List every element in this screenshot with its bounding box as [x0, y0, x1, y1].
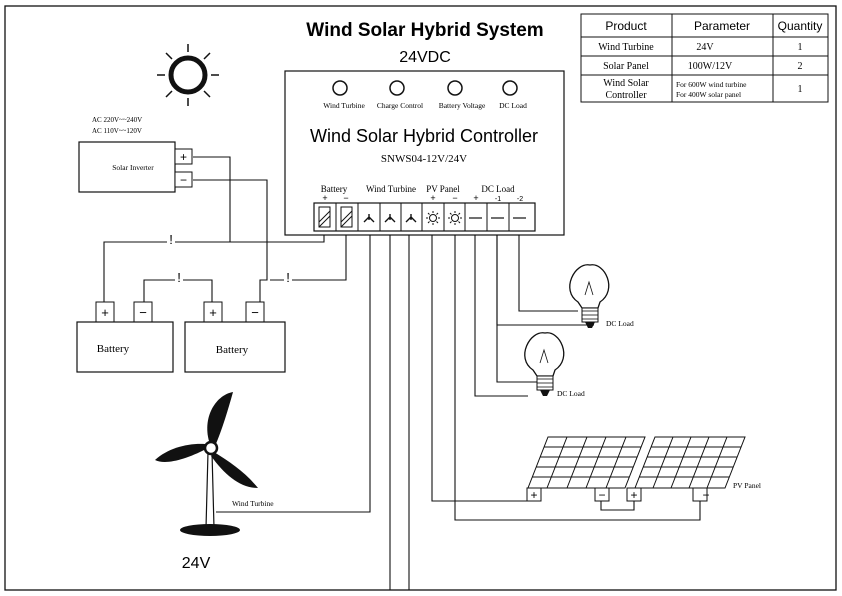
svg-text:+: + — [180, 150, 187, 164]
solar-panel-icon — [526, 436, 646, 502]
battery-2: + − Battery — [184, 301, 286, 373]
svg-text:!: ! — [177, 270, 181, 285]
bulb-icon: DC Load — [569, 264, 634, 328]
dc-load-label: DC Load — [606, 319, 634, 328]
controller-title: Wind Solar Hybrid Controller — [310, 126, 538, 146]
system-voltage: 24VDC — [399, 49, 451, 66]
wind-turbine-icon — [155, 392, 258, 536]
svg-text:−: − — [139, 305, 147, 320]
table-cell: 2 — [798, 61, 803, 72]
inverter-ac-rating: AC 220V~~240V — [92, 116, 142, 124]
indicator-led — [502, 80, 518, 96]
terminal-group-wind: Wind Turbine — [366, 184, 416, 194]
svg-text:!: ! — [169, 232, 173, 247]
battery-terminal-icon — [318, 206, 353, 228]
svg-text:−: − — [180, 173, 187, 187]
wind-turbine-voltage: 24V — [182, 555, 211, 572]
table-cell: Wind Turbine — [598, 42, 654, 53]
bulb-icon: DC Load — [524, 332, 585, 398]
terminal-group-pv: PV Panel — [426, 184, 460, 194]
diagram-title: Wind Solar Hybrid System — [306, 20, 543, 41]
table-cell: Wind Solar — [603, 78, 649, 89]
controller-model: SNWS04-12V/24V — [381, 153, 467, 165]
battery-1: + − Battery — [76, 301, 174, 373]
wind-phase-icon — [363, 214, 417, 223]
table-cell: 1 — [798, 84, 803, 95]
fuse-icon: ! ! ! — [167, 232, 292, 285]
svg-text:!: ! — [286, 270, 290, 285]
table-cell: 100W/12V — [688, 61, 733, 72]
indicator-led — [332, 80, 348, 96]
svg-text:+: + — [630, 488, 637, 502]
table-header-parameter: Parameter — [694, 19, 750, 33]
inverter-ac-rating: AC 110V~~120V — [92, 127, 142, 135]
table-header-product: Product — [605, 19, 647, 33]
terminal-group-dcload: DC Load — [481, 184, 515, 194]
pv-panel-label: PV Panel — [733, 481, 761, 490]
solar-inverter: AC 220V~~240V AC 110V~~120V Solar Invert… — [78, 116, 193, 193]
table-cell: Controller — [605, 90, 647, 101]
wiring — [103, 156, 701, 590]
spec-table: Product Parameter Quantity Wind Turbine … — [580, 13, 829, 103]
dc-load-label: DC Load — [557, 389, 585, 398]
wind-turbine-label: Wind Turbine — [232, 499, 274, 508]
svg-text:−: − — [702, 488, 709, 502]
svg-text:−: − — [343, 193, 348, 203]
table-cell: For 400W solar panel — [676, 90, 741, 99]
indicator-label: Wind Turbine — [323, 101, 365, 110]
battery-label: Battery — [97, 343, 130, 355]
indicator-led — [447, 80, 463, 96]
indicator-lights: Wind Turbine Charge Control Battery Volt… — [323, 80, 527, 110]
battery-label: Battery — [216, 344, 249, 356]
svg-text:+: + — [322, 193, 327, 203]
svg-text:+: + — [209, 305, 217, 320]
svg-text:+: + — [530, 488, 537, 502]
hybrid-controller: Wind Turbine Charge Control Battery Volt… — [284, 70, 565, 236]
solar-panel-icon — [626, 436, 746, 502]
table-cell: 24V — [696, 42, 714, 53]
table-cell: Solar Panel — [603, 61, 649, 72]
sun-icon — [157, 44, 219, 106]
table-cell: 1 — [798, 42, 803, 53]
svg-text:+: + — [430, 193, 435, 203]
terminal-block — [313, 202, 536, 232]
pv-terminal-icon — [426, 211, 462, 225]
svg-text:−: − — [452, 193, 457, 203]
indicator-label: DC Load — [499, 101, 527, 110]
svg-text:−: − — [598, 488, 605, 502]
inverter-label: Solar Inverter — [112, 163, 154, 172]
diagram-frame — [4, 5, 837, 591]
svg-text:+: + — [101, 305, 109, 320]
indicator-led — [389, 80, 405, 96]
indicator-label: Battery Voltage — [439, 101, 486, 110]
indicator-label: Charge Control — [377, 101, 423, 110]
svg-text:-2: -2 — [517, 196, 523, 203]
table-cell: For 600W wind turbine — [676, 80, 747, 89]
terminal-group-battery: Battery — [321, 184, 348, 194]
svg-text:+: + — [473, 193, 478, 203]
svg-text:−: − — [251, 305, 259, 320]
table-header-quantity: Quantity — [778, 19, 823, 33]
svg-text:-1: -1 — [495, 196, 501, 203]
